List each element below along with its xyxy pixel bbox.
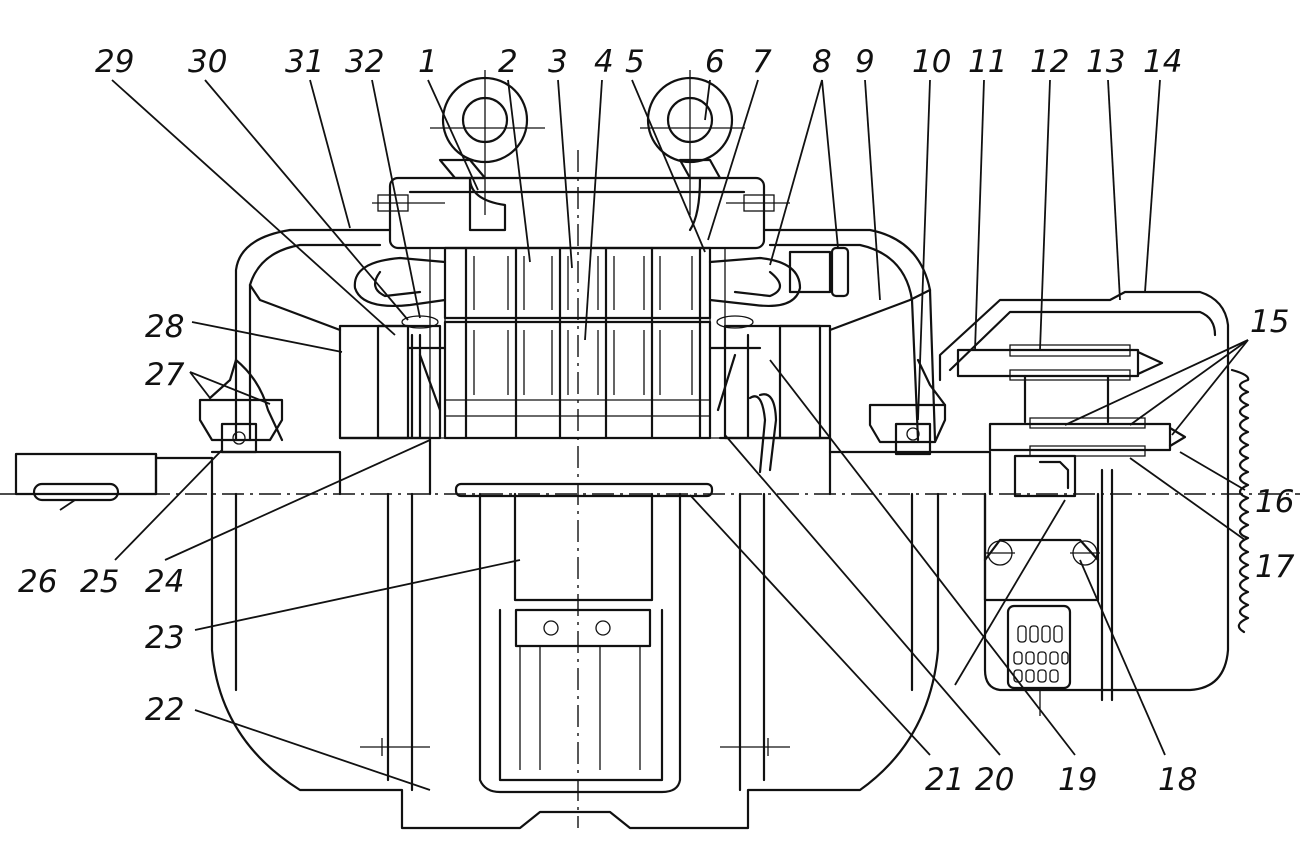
callout-20: 20 (975, 762, 1014, 798)
callout-2: 2 (498, 44, 518, 80)
callout-22: 22 (145, 692, 184, 728)
callout-8: 8 (812, 44, 832, 80)
callout-5: 5 (625, 44, 645, 80)
callout-28: 28 (145, 309, 184, 345)
callout-21: 21 (925, 762, 964, 798)
callout-labels: 29 30 31 32 1 2 3 4 5 6 7 8 9 10 11 12 1… (18, 44, 1295, 798)
end-shields (234, 283, 932, 474)
callout-4: 4 (594, 44, 614, 80)
callout-14: 14 (1143, 44, 1182, 80)
callout-23: 23 (145, 620, 184, 656)
callout-6: 6 (705, 44, 725, 80)
callout-17: 17 (1255, 549, 1295, 585)
callout-10: 10 (912, 44, 951, 80)
callout-16: 16 (1255, 484, 1294, 520)
bearings (198, 358, 947, 456)
callout-9: 9 (855, 44, 875, 80)
callout-31: 31 (285, 44, 324, 80)
callout-24: 24 (145, 564, 184, 600)
callout-7: 7 (752, 44, 772, 80)
leader-lines (59, 79, 1249, 791)
end-windings (353, 246, 850, 329)
stator-core (429, 246, 726, 440)
callout-32: 32 (345, 44, 384, 80)
shaft (14, 436, 992, 502)
callout-12: 12 (1030, 44, 1069, 80)
callout-26: 26 (18, 564, 57, 600)
callout-18: 18 (1158, 762, 1197, 798)
callout-27: 27 (145, 357, 185, 393)
callout-15: 15 (1250, 304, 1289, 340)
motor-housing-lower (210, 482, 940, 830)
callout-3: 3 (548, 44, 568, 80)
callout-25: 25 (80, 564, 119, 600)
callout-11: 11 (968, 44, 1007, 80)
callout-29: 29 (95, 44, 134, 80)
callout-1: 1 (418, 44, 438, 80)
motor-housing-upper (234, 70, 937, 442)
callout-13: 13 (1086, 44, 1125, 80)
callout-19: 19 (1058, 762, 1097, 798)
brake-unit (938, 290, 1250, 716)
callout-30: 30 (188, 44, 227, 80)
